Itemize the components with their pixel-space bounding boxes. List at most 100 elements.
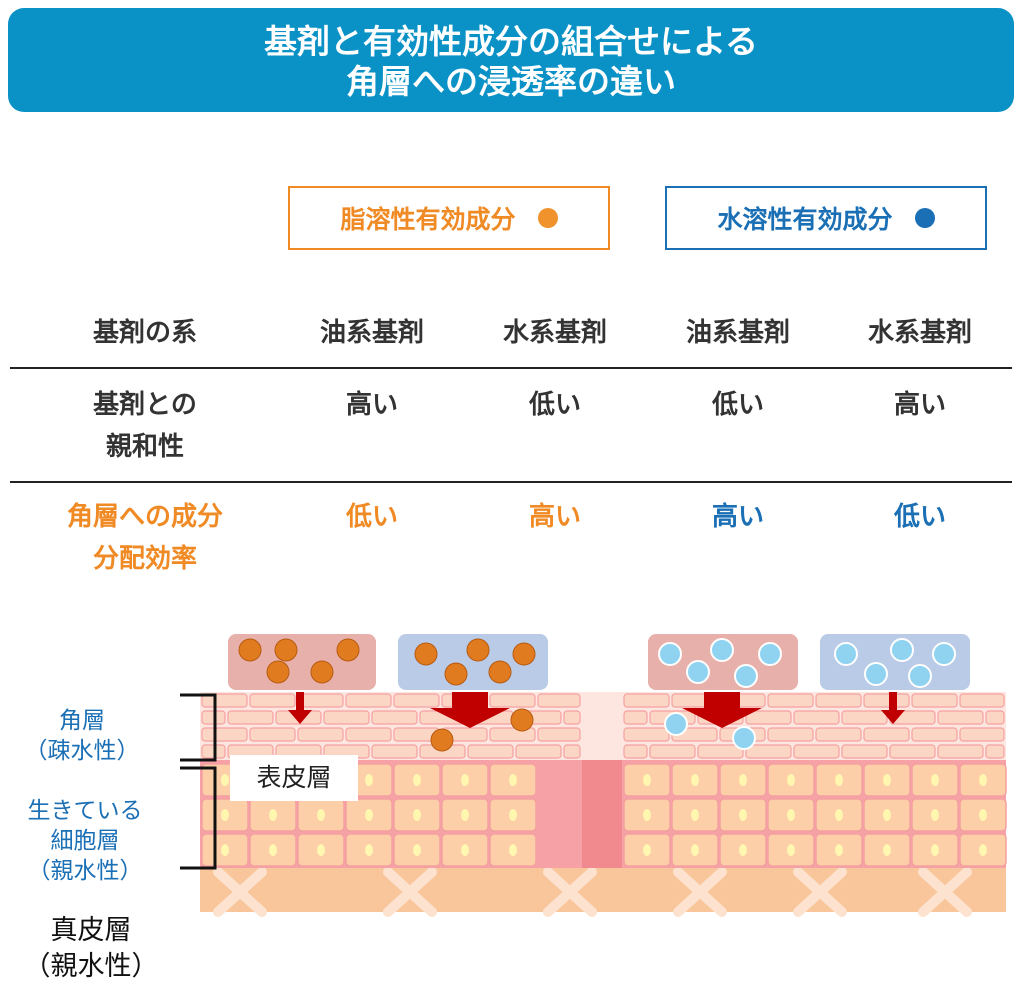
dermis-band bbox=[200, 868, 1006, 912]
water-particle-4 bbox=[734, 664, 758, 688]
corneocyte-33 bbox=[985, 710, 1005, 725]
cell-nucleus-25 bbox=[787, 809, 795, 821]
cell-nucleus-6 bbox=[509, 774, 517, 786]
water-particle-11 bbox=[732, 726, 756, 750]
stratum-corneum-layer bbox=[200, 692, 1006, 760]
living-cell-layer bbox=[200, 760, 1007, 868]
water-particle-0 bbox=[658, 642, 682, 666]
corneocyte-15 bbox=[959, 693, 1005, 708]
oil-particle-2 bbox=[336, 638, 360, 662]
cell-nucleus-42 bbox=[883, 844, 891, 856]
partition-label-line-1: 角層への成分 bbox=[66, 502, 223, 532]
oil-particle-3 bbox=[266, 660, 290, 684]
living-cells-label-line-2: 細胞層 bbox=[50, 828, 120, 854]
corneocyte-49 bbox=[959, 727, 1005, 742]
affinity-value-3: 低い bbox=[711, 390, 764, 420]
water-particle-6 bbox=[890, 638, 914, 662]
cell-nucleus-43 bbox=[931, 844, 939, 856]
corneocyte-61 bbox=[697, 744, 744, 759]
legend-water-soluble: 水溶性有効成分 bbox=[665, 186, 987, 250]
corneocyte-67 bbox=[985, 744, 1005, 759]
corneocyte-12 bbox=[815, 693, 862, 708]
cell-nucleus-37 bbox=[643, 844, 651, 856]
cell-nucleus-21 bbox=[509, 809, 517, 821]
cell-nucleus-34 bbox=[413, 844, 421, 856]
corneocyte-45 bbox=[767, 727, 814, 742]
corneocyte-56 bbox=[467, 744, 514, 759]
affinity-label-line-2: 親和性 bbox=[105, 432, 184, 462]
corneocyte-37 bbox=[345, 727, 392, 742]
corneocyte-48 bbox=[911, 727, 958, 742]
corneocyte-58 bbox=[563, 744, 581, 759]
cell-nucleus-22 bbox=[643, 809, 651, 821]
water-particle-3 bbox=[686, 660, 710, 684]
partition-value-1: 低い bbox=[345, 502, 398, 532]
layer-bracket-icon bbox=[180, 693, 217, 870]
cell-nucleus-44 bbox=[979, 844, 987, 856]
table-divider-1 bbox=[10, 367, 1012, 369]
cell-nucleus-12 bbox=[883, 774, 891, 786]
corneocyte-17 bbox=[227, 710, 274, 725]
col-header-3: 油系基剤 bbox=[685, 318, 790, 348]
partition-label: 角層への成分 分配効率 bbox=[40, 496, 250, 580]
water-particle-8 bbox=[864, 662, 888, 686]
cell-nucleus-39 bbox=[739, 844, 747, 856]
partition-label-line-2: 分配効率 bbox=[92, 544, 197, 574]
penetration-arrows bbox=[288, 692, 905, 728]
oil-particle-1 bbox=[274, 638, 298, 662]
cell-nucleus-32 bbox=[317, 844, 325, 856]
corneocyte-32 bbox=[937, 710, 984, 725]
water-particle-5 bbox=[834, 642, 858, 666]
title-banner: 基剤と有効性成分の組合せによる 角層への浸透率の違い bbox=[8, 8, 1014, 112]
corneocyte-11 bbox=[767, 693, 814, 708]
affinity-value-2: 低い bbox=[528, 390, 581, 420]
cell-nucleus-3 bbox=[365, 774, 373, 786]
corneocyte-59 bbox=[623, 744, 648, 759]
big-arrow-icon-2 bbox=[682, 692, 762, 728]
oil-particle-10 bbox=[510, 708, 534, 732]
cell-nucleus-4 bbox=[413, 774, 421, 786]
collagen-fiber-5 bbox=[918, 867, 972, 917]
oil-particle-11 bbox=[430, 728, 454, 752]
corneocyte-64 bbox=[841, 744, 888, 759]
corneocyte-42 bbox=[623, 727, 670, 742]
corneocyte-28 bbox=[745, 710, 792, 725]
corneocyte-30 bbox=[841, 710, 888, 725]
cell-nucleus-35 bbox=[461, 844, 469, 856]
skin-layer-diagram bbox=[180, 634, 1007, 917]
cell-nucleus-17 bbox=[317, 809, 325, 821]
oil-particle-9 bbox=[488, 660, 512, 684]
legend-water-label: 水溶性有効成分 bbox=[717, 205, 893, 234]
water-particle-9 bbox=[908, 664, 932, 688]
title-line-1: 基剤と有効性成分の組合せによる bbox=[263, 22, 758, 61]
cell-nucleus-18 bbox=[365, 809, 373, 821]
cell-nucleus-20 bbox=[461, 809, 469, 821]
cell-nucleus-5 bbox=[461, 774, 469, 786]
water-particle-2 bbox=[758, 642, 782, 666]
oil-particle-0 bbox=[238, 638, 262, 662]
corneocyte-47 bbox=[863, 727, 910, 742]
oil-particle-6 bbox=[466, 638, 490, 662]
corneocyte-66 bbox=[937, 744, 984, 759]
cell-nucleus-28 bbox=[931, 809, 939, 821]
small-arrow-icon-2 bbox=[881, 692, 905, 724]
corneocyte-0 bbox=[201, 693, 248, 708]
corneocyte-41 bbox=[537, 727, 581, 742]
oil-particle-7 bbox=[512, 642, 536, 666]
affinity-value-4: 高い bbox=[893, 390, 946, 420]
corneocyte-24 bbox=[563, 710, 581, 725]
corneocyte-46 bbox=[815, 727, 862, 742]
cell-nucleus-14 bbox=[979, 774, 987, 786]
row-header-label: 基剤の系 bbox=[92, 318, 197, 348]
affinity-label-line-1: 基剤との bbox=[93, 390, 197, 420]
corneocyte-7 bbox=[537, 693, 581, 708]
corneocyte-6 bbox=[489, 693, 536, 708]
cell-nucleus-27 bbox=[883, 809, 891, 821]
corneocyte-19 bbox=[323, 710, 370, 725]
cell-nucleus-33 bbox=[365, 844, 373, 856]
corneocyte-34 bbox=[201, 727, 248, 742]
collagen-fiber-1 bbox=[383, 867, 437, 917]
corneocyte-25 bbox=[623, 710, 648, 725]
corneum-label-line-2: （疎水性） bbox=[24, 738, 140, 764]
cell-nucleus-26 bbox=[835, 809, 843, 821]
